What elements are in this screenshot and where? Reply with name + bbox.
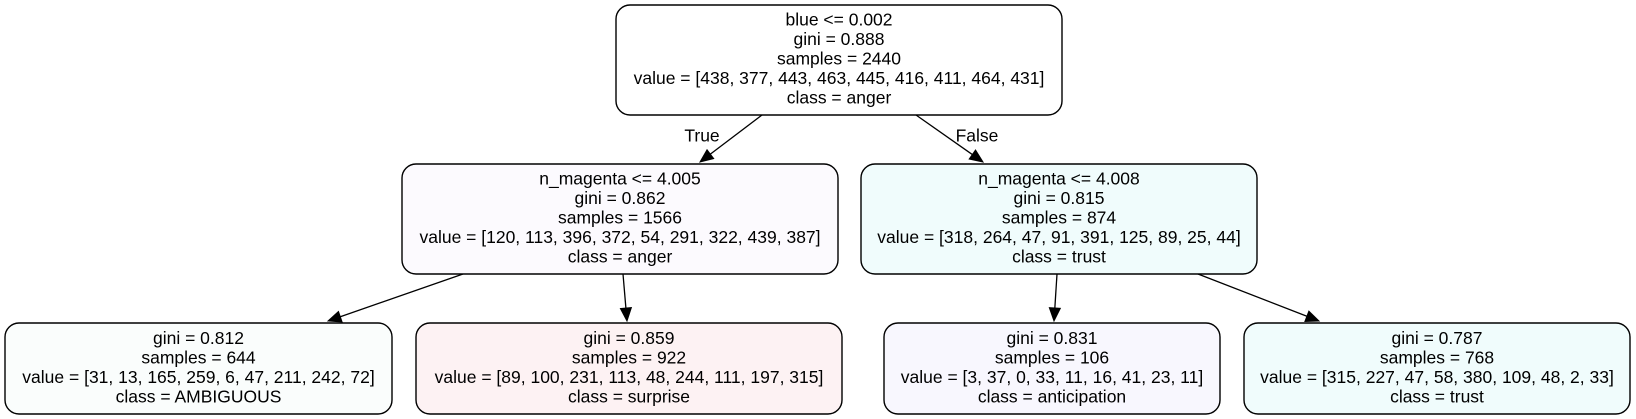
node-text-line: samples = 106	[995, 347, 1109, 367]
node-text-line: value = [438, 377, 443, 463, 445, 416, 4…	[634, 68, 1045, 88]
node-text-line: class = surprise	[568, 386, 690, 406]
node-text-line: class = anger	[568, 247, 673, 267]
node-box	[883, 322, 1221, 415]
node-text-line: class = anticipation	[978, 386, 1126, 406]
node-text-line: class = anger	[787, 88, 892, 108]
node-text-line: class = AMBIGUOUS	[116, 386, 282, 406]
node-text-line: samples = 922	[572, 347, 686, 367]
node-text-line: gini = 0.812	[153, 328, 244, 348]
edge-left-to-leaf-2	[619, 273, 633, 323]
node-text-line: class = trust	[1390, 386, 1484, 406]
node-text-line: samples = 1566	[558, 208, 682, 228]
edge-label-false: False	[956, 126, 999, 146]
edge-left-to-leaf-1	[326, 273, 464, 323]
edges-layer: True False	[326, 114, 1321, 323]
edge-root-to-left: True	[684, 114, 763, 163]
node-box	[1243, 322, 1631, 415]
arrowhead-icon	[698, 148, 715, 163]
node-text-line: value = [89, 100, 231, 113, 48, 244, 111…	[435, 367, 824, 387]
edge-right-to-leaf-4	[1197, 273, 1321, 322]
edge-line	[1197, 273, 1308, 317]
node-text-line: gini = 0.859	[584, 328, 675, 348]
node-box	[860, 163, 1258, 275]
arrowhead-icon	[619, 307, 633, 323]
node-text-line: samples = 874	[1002, 208, 1117, 228]
node-text-line: value = [31, 13, 165, 259, 6, 47, 211, 2…	[22, 367, 374, 387]
arrowhead-icon	[326, 310, 343, 323]
node-text-line: n_magenta <= 4.005	[539, 169, 701, 190]
edge-right-to-leaf-3	[1048, 273, 1062, 323]
node-box	[401, 163, 839, 275]
edge-root-to-right: False	[915, 114, 999, 163]
node-text-line: gini = 0.888	[794, 29, 885, 49]
node-box	[615, 4, 1063, 116]
edge-line	[915, 114, 973, 156]
node-text-line: gini = 0.862	[575, 188, 666, 208]
node-text-line: class = trust	[1012, 247, 1106, 267]
node-box	[4, 322, 393, 415]
edge-line	[1054, 273, 1058, 309]
node-text-line: samples = 768	[1380, 347, 1494, 367]
node-text-line: n_magenta <= 4.008	[978, 169, 1140, 190]
node-text-line: gini = 0.787	[1392, 328, 1483, 348]
node-text-line: samples = 644	[141, 347, 256, 367]
edge-line	[709, 114, 763, 155]
node-text-line: blue <= 0.002	[785, 10, 892, 30]
edge-label-true: True	[684, 126, 719, 146]
edge-line	[340, 273, 464, 318]
node-text-line: value = [315, 227, 47, 58, 380, 109, 48,…	[1260, 367, 1614, 387]
node-text-line: value = [318, 264, 47, 91, 391, 125, 89,…	[877, 227, 1240, 247]
node-text-line: value = [120, 113, 396, 372, 54, 291, 32…	[419, 227, 820, 247]
arrowhead-icon	[1304, 310, 1321, 322]
node-text-line: gini = 0.831	[1007, 328, 1098, 348]
node-text-line: value = [3, 37, 0, 33, 11, 16, 41, 23, 1…	[901, 367, 1203, 387]
arrowhead-icon	[968, 149, 985, 163]
node-text-line: gini = 0.815	[1014, 188, 1105, 208]
node-box	[415, 322, 843, 415]
node-text-line: samples = 2440	[777, 49, 901, 69]
arrowhead-icon	[1048, 307, 1062, 323]
edge-line	[622, 273, 627, 309]
